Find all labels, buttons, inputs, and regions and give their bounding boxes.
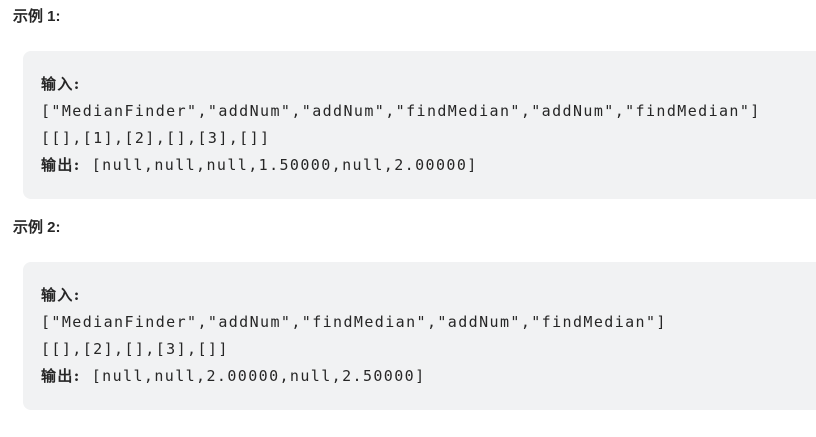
problem-examples-section: 示例 1: 输入: ["MedianFinder","addNum","addNu… [13,8,816,410]
example-2-input-line-2: [[],[2],[],[3],[]] [41,340,229,358]
example-2-input-line-1: ["MedianFinder","addNum","findMedian","a… [41,313,667,331]
example-1-input-line-2: [[],[1],[2],[],[3],[]] [41,129,271,147]
example-1-input-line-1: ["MedianFinder","addNum","addNum","findM… [41,102,761,120]
example-1-code-block: 输入: ["MedianFinder","addNum","addNum","fi… [23,51,816,199]
example-1-heading: 示例 1: [13,8,61,25]
example-1-input-label: 输入: [41,75,81,93]
example-1-output-label: 输出: [41,156,81,174]
example-2-input-label: 输入: [41,286,81,304]
example-1-output-value: [null,null,null,1.50000,null,2.00000] [91,156,478,174]
example-1: 示例 1: 输入: ["MedianFinder","addNum","addNu… [13,8,816,199]
example-2-output-label: 输出: [41,367,81,385]
example-2-output-value: [null,null,2.00000,null,2.50000] [91,367,426,385]
example-2: 示例 2: 输入: ["MedianFinder","addNum","findM… [13,219,816,410]
example-2-heading: 示例 2: [13,219,61,236]
example-2-code-block: 输入: ["MedianFinder","addNum","findMedian"… [23,262,816,410]
